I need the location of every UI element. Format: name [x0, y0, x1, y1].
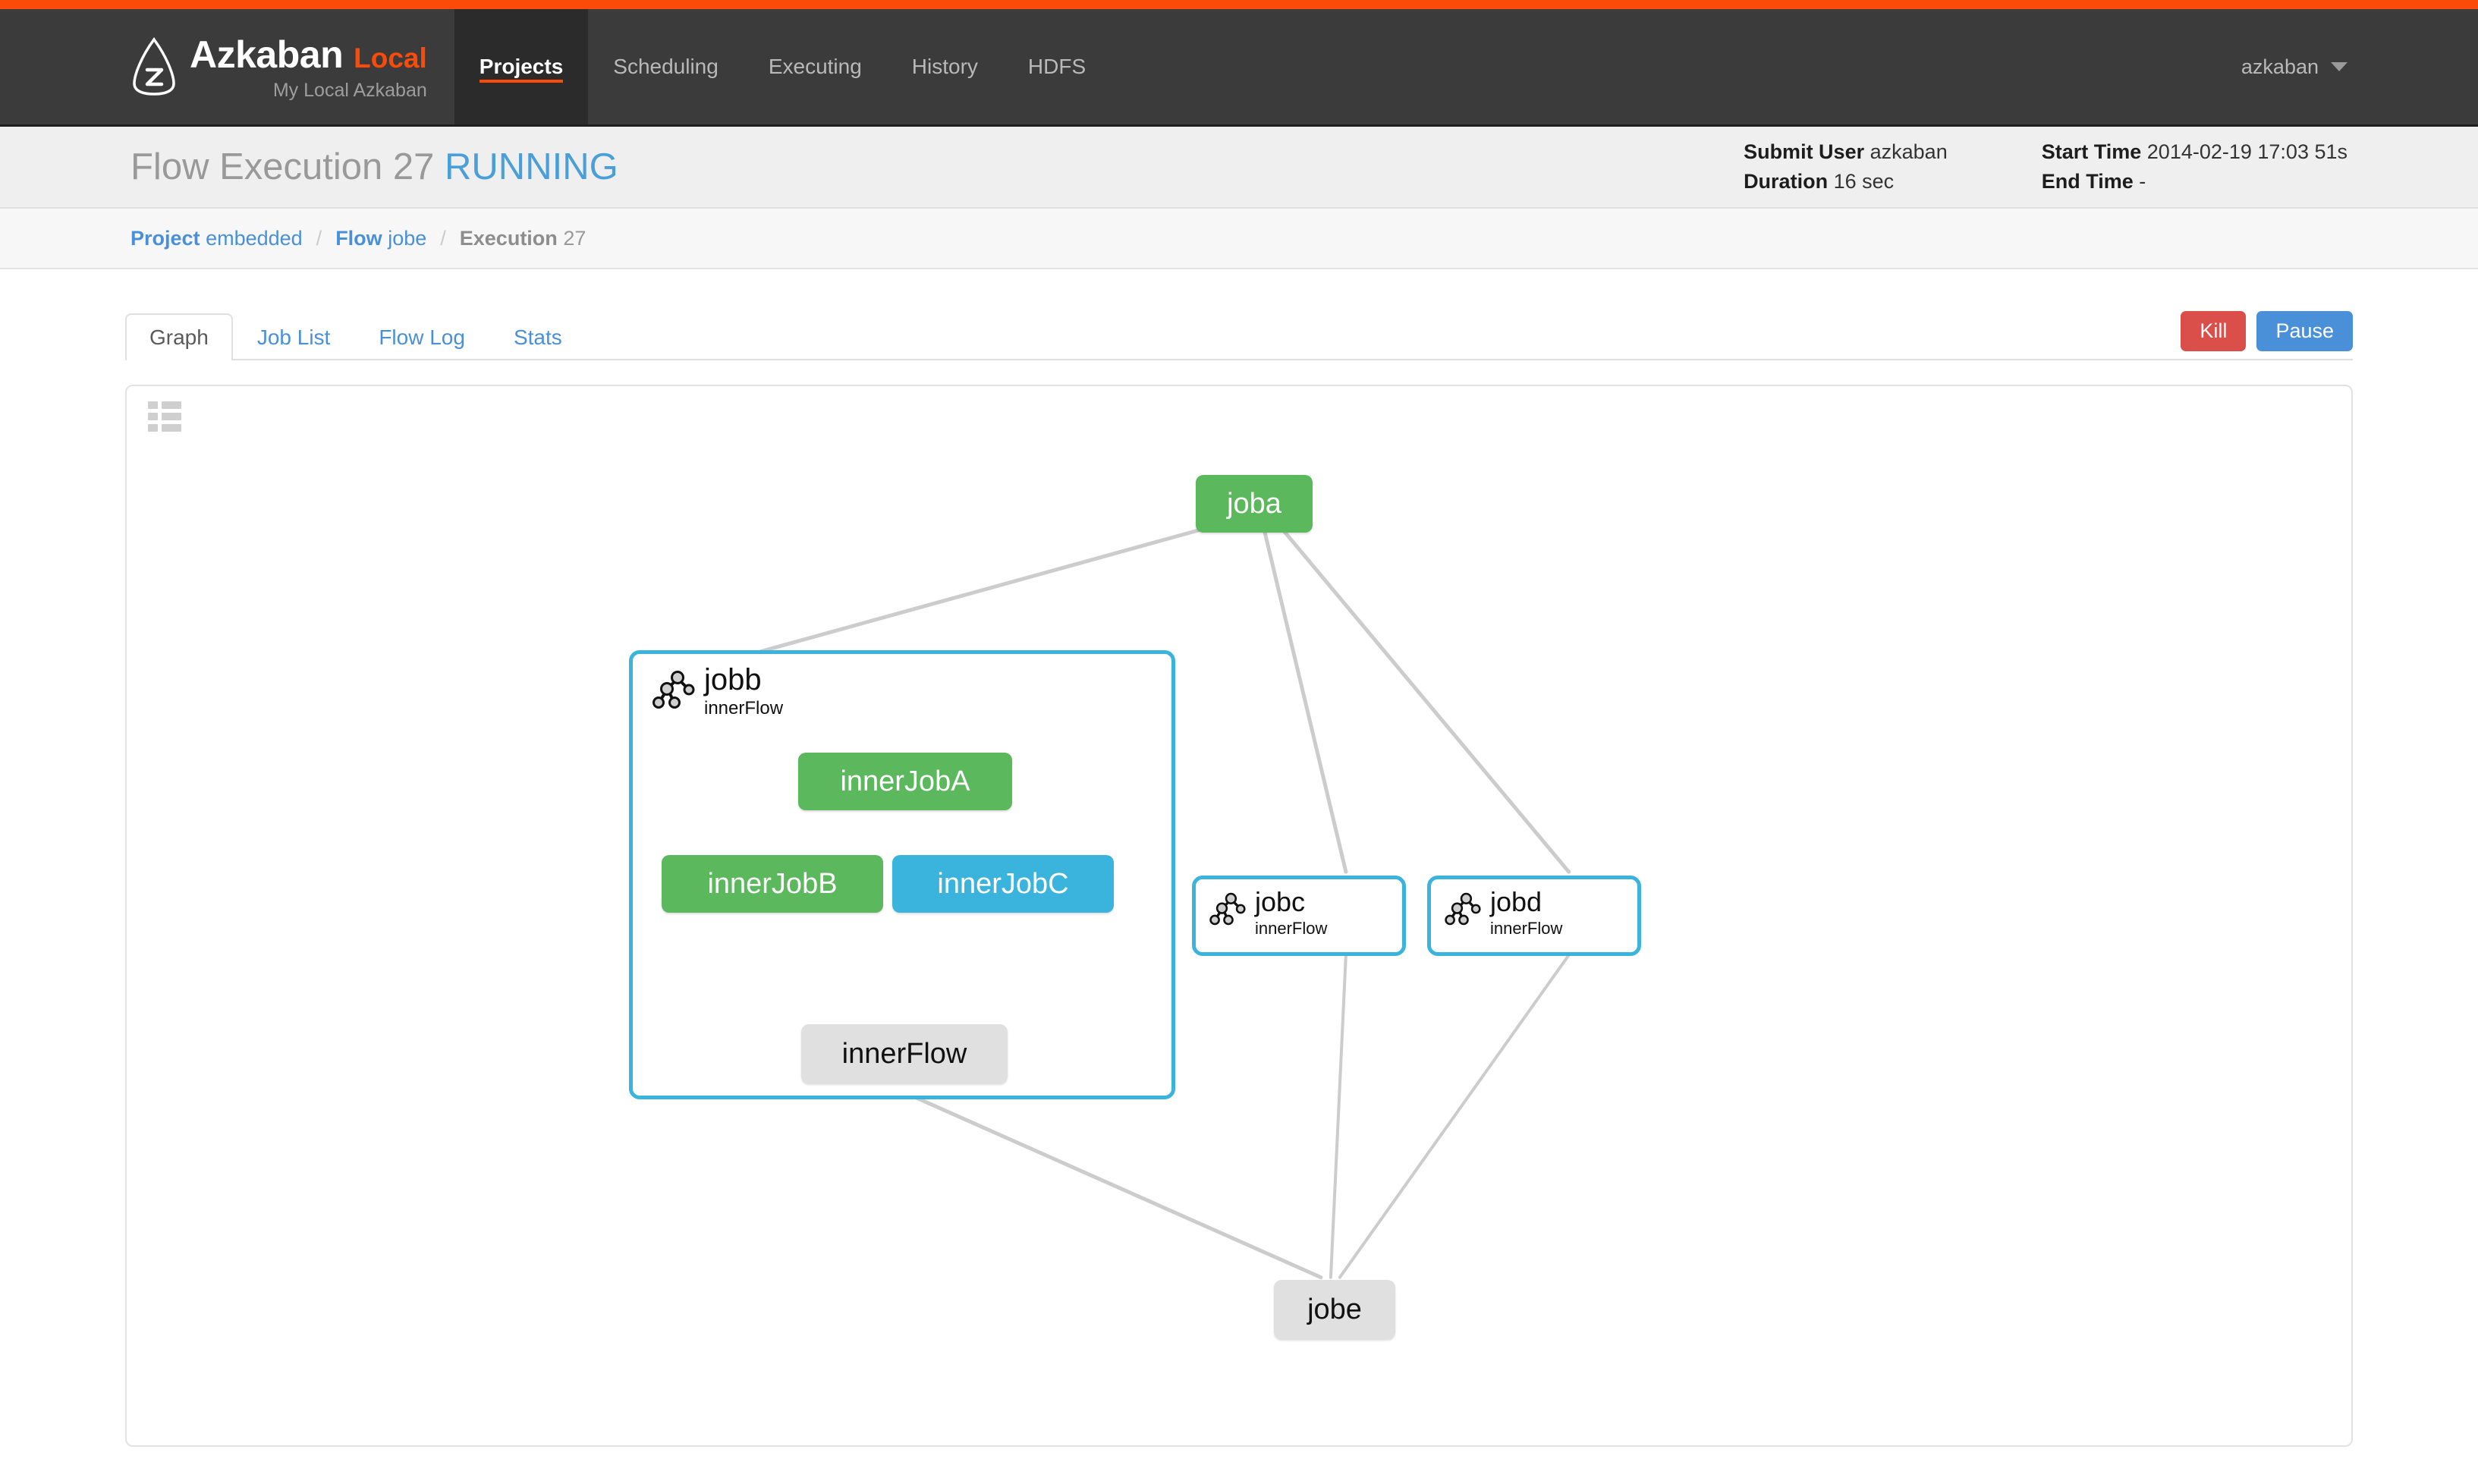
- list-view-icon[interactable]: [148, 401, 181, 432]
- meta-start-time-value: 2014-02-19 17:03 51s: [2146, 140, 2347, 163]
- breadcrumb-execution: Execution 27: [460, 227, 586, 250]
- flowbox-title-jobc: jobc: [1255, 886, 1306, 917]
- meta-submit-user: Submit User azkaban: [1744, 137, 1948, 167]
- edge-joba-jobb: [738, 514, 1251, 659]
- tab-graph[interactable]: Graph: [125, 313, 233, 360]
- meta-start-time-label: Start Time: [2041, 140, 2142, 163]
- edge-jobb-jobe: [913, 1095, 1323, 1280]
- flowbox-title-jobb: jobb: [704, 663, 762, 696]
- chevron-down-icon: [2331, 62, 2347, 71]
- breadcrumb-project[interactable]: Project embedded: [131, 227, 303, 250]
- kill-button[interactable]: Kill: [2181, 311, 2247, 351]
- meta-end-time-label: End Time: [2041, 170, 2134, 193]
- nav-item-hdfs[interactable]: HDFS: [1027, 55, 1086, 78]
- tab-bar: Graph Job List Flow Log Stats Kill Pause: [125, 301, 2353, 360]
- breadcrumb-execution-value: 27: [563, 226, 586, 250]
- status-badge: RUNNING: [445, 146, 618, 187]
- breadcrumb-project-label: Project: [131, 226, 200, 250]
- breadcrumb-flow-value: jobe: [388, 226, 427, 250]
- flow-tree-icon: [653, 671, 695, 709]
- page-title: Flow Execution 27 RUNNING: [131, 146, 618, 188]
- accent-strip: [0, 0, 2478, 9]
- graph-node-jobe[interactable]: jobe: [1274, 1280, 1395, 1339]
- user-menu[interactable]: azkaban: [2241, 9, 2478, 124]
- edge-jobd-jobe: [1338, 953, 1571, 1279]
- brand-tagline: My Local Azkaban: [272, 79, 427, 101]
- flowbox-subtitle-jobd: innerFlow: [1490, 919, 1563, 938]
- breadcrumb-flow[interactable]: Flow jobe: [335, 227, 426, 250]
- brand-block[interactable]: Azkaban Local My Local Azkaban: [0, 9, 454, 124]
- edge-joba-jobc: [1259, 514, 1348, 874]
- flowbox-title-jobd: jobd: [1490, 886, 1542, 917]
- breadcrumb-separator-2: /: [440, 226, 446, 250]
- nav-item-projects[interactable]: Projects: [454, 9, 589, 124]
- breadcrumb-separator-1: /: [316, 226, 322, 250]
- flowbox-header-jobb: jobb innerFlow: [653, 665, 783, 718]
- graph-flowbox-jobb[interactable]: jobb innerFlow innerJobA innerJobB inner…: [629, 650, 1175, 1099]
- tab-stats[interactable]: Stats: [513, 325, 562, 349]
- meta-col-left: Submit User azkaban Duration 16 sec: [1744, 137, 1948, 197]
- flow-tree-icon: [1445, 892, 1481, 926]
- meta-duration: Duration 16 sec: [1744, 167, 1948, 197]
- graph-node-joba[interactable]: joba: [1196, 475, 1313, 533]
- breadcrumb-flow-label: Flow: [335, 226, 382, 250]
- edge-joba-jobd: [1269, 514, 1571, 874]
- nav-items: Projects Scheduling Executing History HD…: [454, 9, 1111, 124]
- meta-start-time: Start Time 2014-02-19 17:03 51s: [2042, 137, 2347, 167]
- execution-header: Flow Execution 27 RUNNING Submit User az…: [0, 127, 2478, 209]
- tab-flow-log[interactable]: Flow Log: [379, 325, 465, 349]
- flowbox-subtitle-jobc: innerFlow: [1255, 919, 1328, 938]
- page-title-id: 27: [392, 146, 435, 187]
- brand-edition: Local: [354, 42, 427, 74]
- meta-duration-value: 16 sec: [1833, 170, 1895, 193]
- meta-submit-user-label: Submit User: [1744, 140, 1865, 163]
- graph-node-innerJobB[interactable]: innerJobB: [662, 855, 883, 913]
- pause-button[interactable]: Pause: [2256, 311, 2353, 351]
- graph-flowbox-jobd[interactable]: jobd innerFlow: [1427, 876, 1641, 956]
- flowbox-subtitle-jobb: innerFlow: [704, 698, 784, 718]
- meta-duration-label: Duration: [1744, 170, 1829, 193]
- main-content: Graph Job List Flow Log Stats Kill Pause: [0, 301, 2478, 1447]
- flowbox-header-jobd: jobd innerFlow: [1445, 888, 1562, 937]
- meta-submit-user-value: azkaban: [1870, 140, 1948, 163]
- top-navbar: Azkaban Local My Local Azkaban Projects …: [0, 9, 2478, 127]
- breadcrumb-project-value: embedded: [206, 226, 303, 250]
- graph-flowbox-jobc[interactable]: jobc innerFlow: [1192, 876, 1406, 956]
- meta-col-right: Start Time 2014-02-19 17:03 51s End Time…: [2042, 137, 2347, 197]
- graph-node-innerJobC[interactable]: innerJobC: [892, 855, 1114, 913]
- flow-actions: Kill Pause: [2181, 311, 2353, 359]
- flowbox-header-jobc: jobc innerFlow: [1209, 888, 1327, 937]
- nav-item-history[interactable]: History: [911, 55, 978, 78]
- graph-node-innerJobA[interactable]: innerJobA: [798, 753, 1012, 810]
- nav-item-scheduling[interactable]: Scheduling: [613, 55, 719, 78]
- edge-jobc-jobe: [1329, 953, 1347, 1279]
- nav-item-label: Projects: [479, 55, 564, 78]
- nav-active-underline: [479, 80, 564, 83]
- flow-graph-stage[interactable]: joba: [127, 386, 2351, 1445]
- flow-graph-panel: joba: [125, 385, 2353, 1447]
- tab-job-list[interactable]: Job List: [256, 325, 331, 349]
- graph-node-innerFlow[interactable]: innerFlow: [801, 1024, 1008, 1083]
- execution-meta: Submit User azkaban Duration 16 sec Star…: [1744, 137, 2347, 197]
- meta-end-time: End Time -: [2042, 167, 2347, 197]
- breadcrumb: Project embedded / Flow jobe / Execution…: [0, 209, 2478, 269]
- brand-name: Azkaban: [190, 33, 344, 76]
- nav-item-executing[interactable]: Executing: [768, 55, 862, 78]
- breadcrumb-execution-label: Execution: [459, 226, 558, 250]
- page-title-prefix: Flow Execution: [131, 146, 383, 187]
- flow-tree-icon: [1209, 892, 1246, 926]
- azkaban-logo-icon: [133, 37, 175, 96]
- user-menu-label: azkaban: [2241, 55, 2319, 78]
- meta-end-time-value: -: [2139, 170, 2146, 193]
